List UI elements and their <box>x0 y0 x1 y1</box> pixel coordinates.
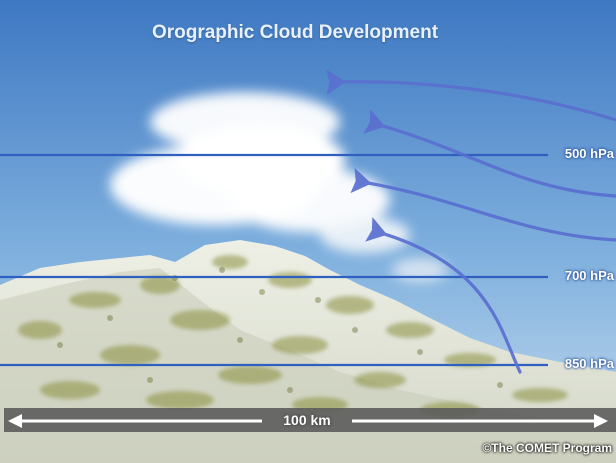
pressure-label-500: 500 hPa <box>564 146 614 161</box>
diagram-title: Orographic Cloud Development <box>151 22 439 43</box>
airflow-arrows <box>326 69 616 374</box>
airflow-arrow-3 <box>350 167 616 242</box>
pressure-label-850: 850 hPa <box>564 356 614 371</box>
scale-arrow-right-icon <box>594 414 608 428</box>
pressure-lines <box>0 153 548 367</box>
airflow-arrow-2 <box>363 109 616 198</box>
airflow-arrow-4 <box>365 217 522 374</box>
credit-text: ©The COMET Program <box>482 441 612 455</box>
pressure-label-700: 700 hPa <box>564 268 614 283</box>
scale-bar <box>4 408 616 432</box>
scale-label: 100 km <box>283 412 331 428</box>
airflow-arrow-1 <box>326 69 616 122</box>
scale-arrow-left-icon <box>8 414 22 428</box>
